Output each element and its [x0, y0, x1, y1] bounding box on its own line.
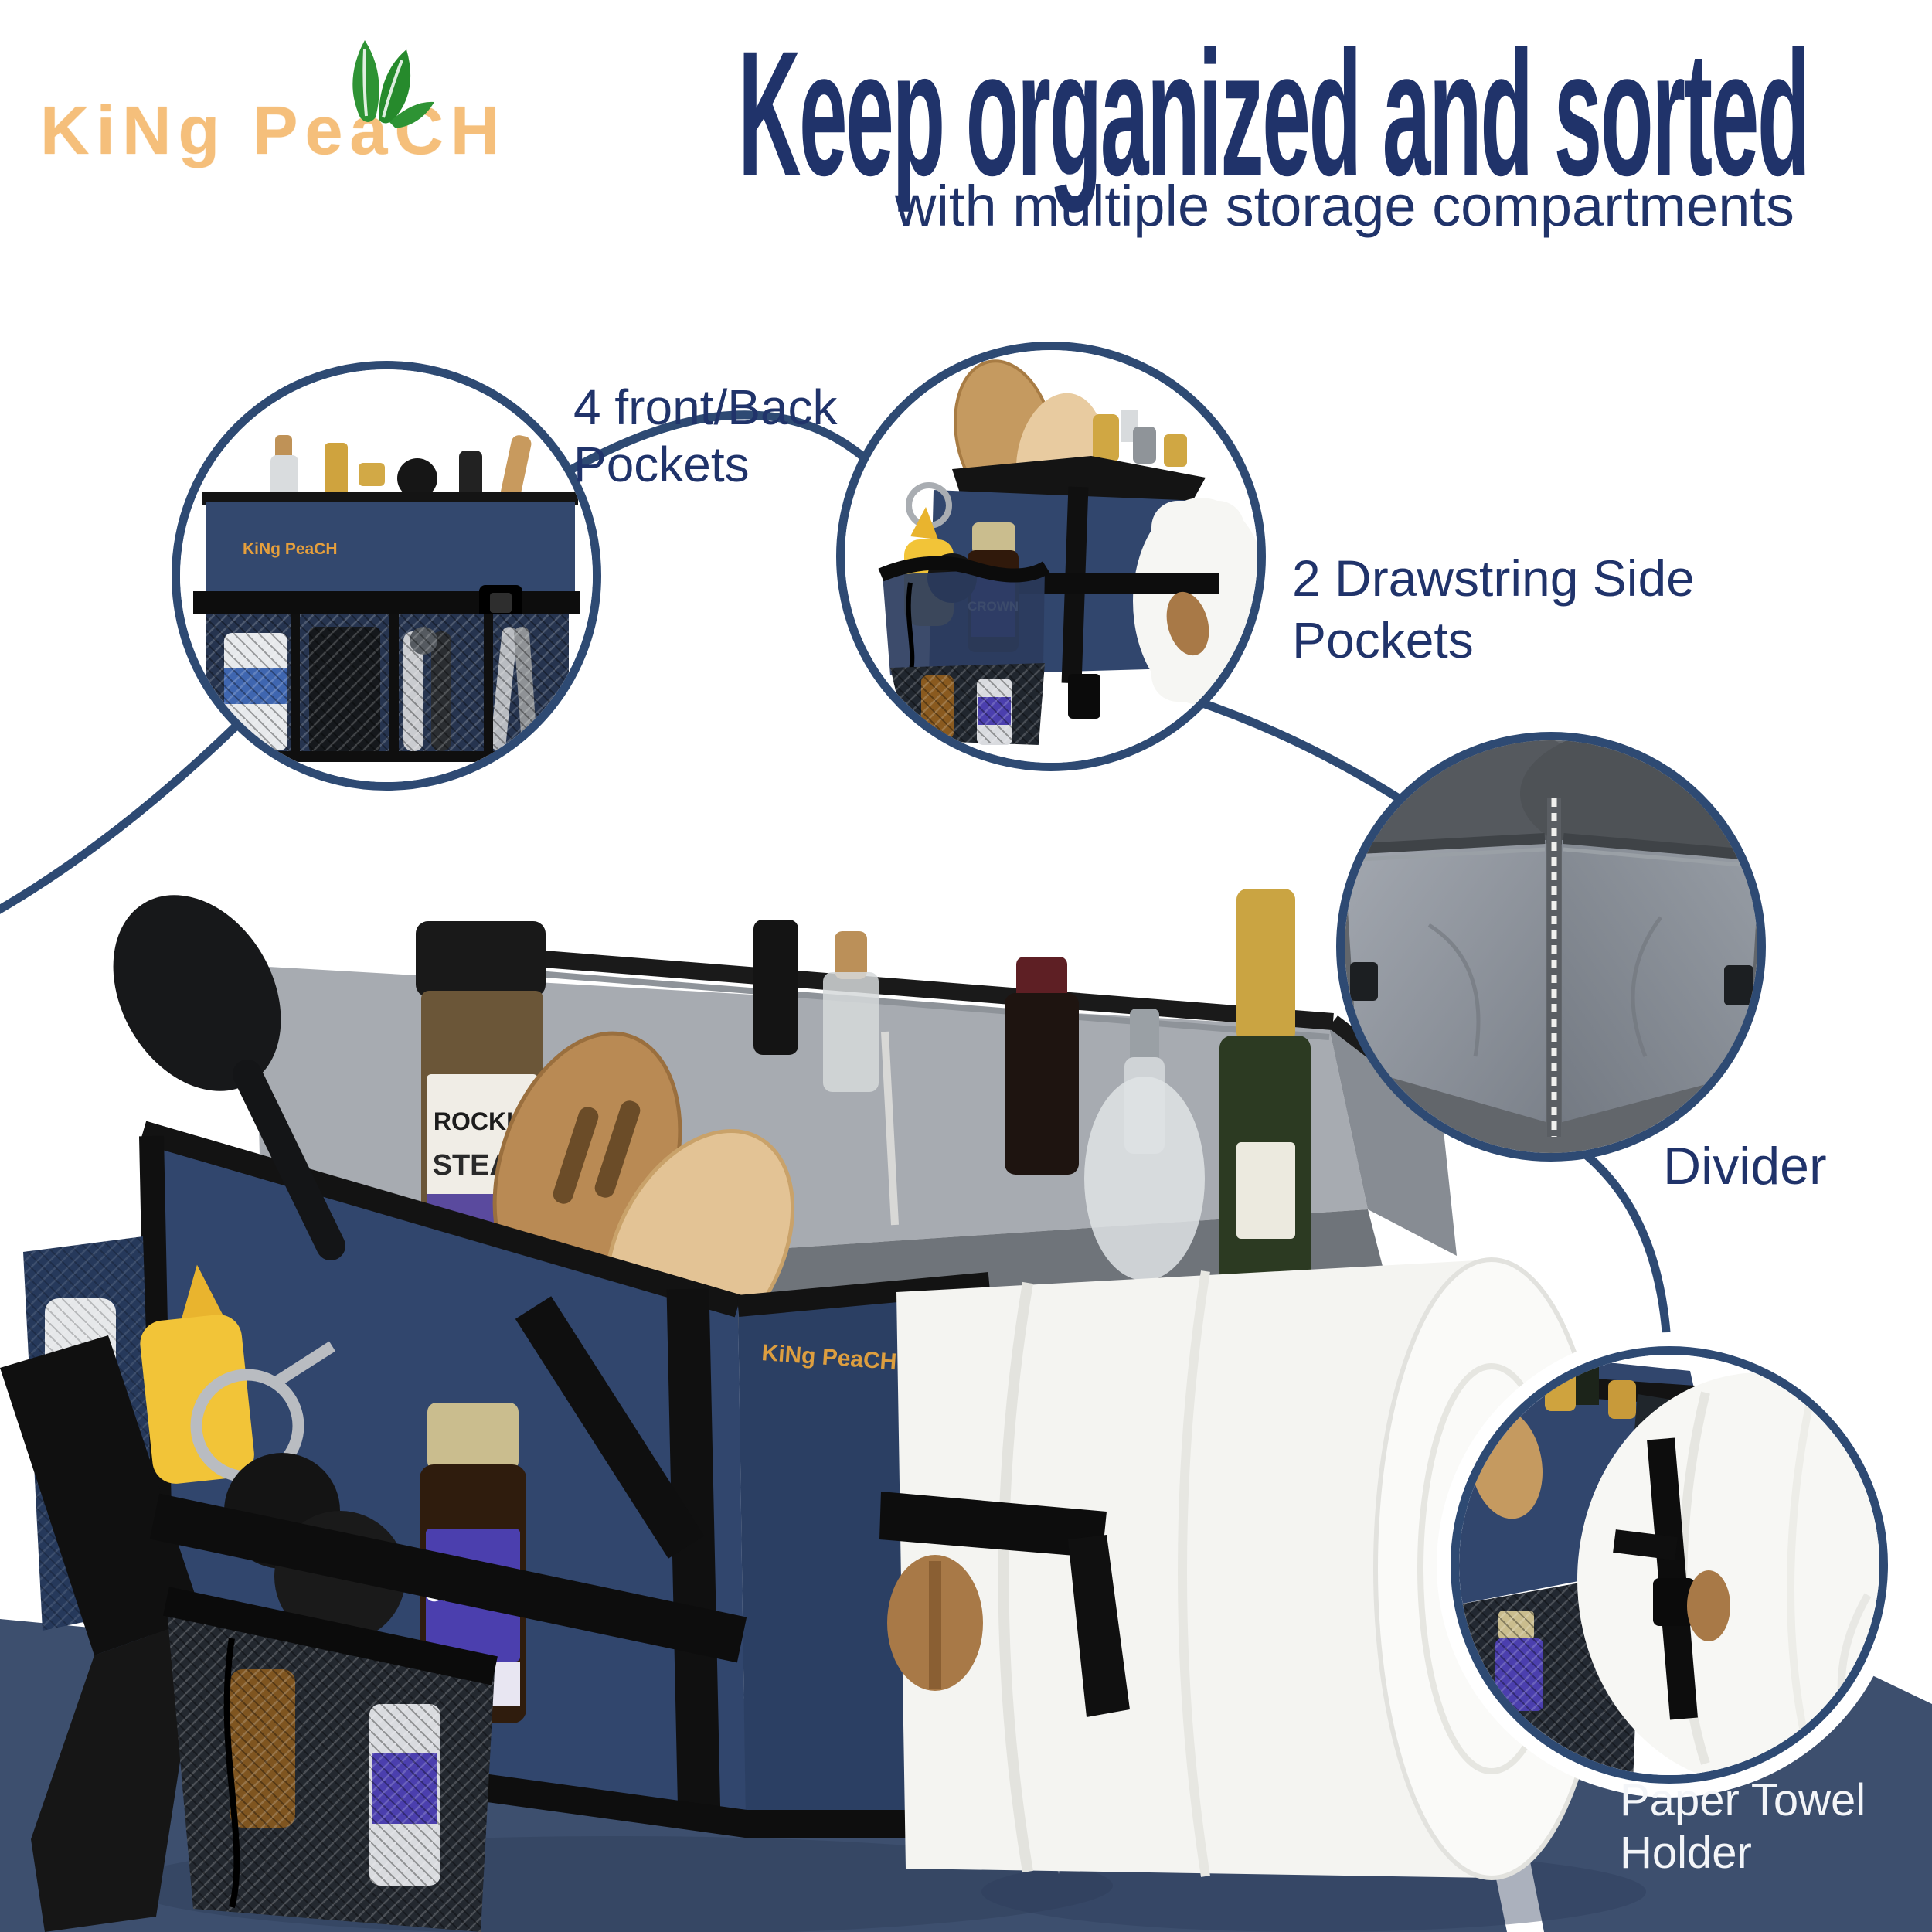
cork — [835, 931, 867, 979]
photo-divider-circle — [1336, 732, 1766, 1162]
brand-logo: KiNg PeaCH — [40, 40, 507, 170]
main-product-photo: ROCKIN STEAK KiNg PeaCH — [0, 889, 1801, 1932]
brand-logo-text: KiNg PeaCH — [40, 92, 507, 168]
organizer-top-panel — [206, 502, 575, 591]
roll-strap — [879, 1492, 1107, 1558]
core-peek — [1687, 1570, 1730, 1641]
callout-front-back-pockets: 4 front/Back Pockets — [573, 379, 838, 493]
oil-bottle — [1084, 1077, 1205, 1281]
photo-front-pockets-circle: KiNg PeaCH — [172, 361, 601, 791]
callout-papertowel-line2: Holder — [1620, 1828, 1752, 1878]
side-buckle — [1068, 674, 1100, 719]
drawstring-pocket: CROWN — [878, 507, 1050, 675]
side-pockets-scene: CROWN — [845, 350, 1257, 763]
ladle — [113, 895, 345, 1260]
wine-label — [1236, 1142, 1295, 1239]
mesh-pocket — [163, 1587, 498, 1932]
divider-right-panel — [1562, 840, 1757, 1122]
top-rim — [952, 456, 1206, 505]
callout-front-line1: 4 front/Back — [573, 379, 838, 435]
gold-foil-neck — [1236, 889, 1295, 1043]
page-subtitle: with multiple storage compartments — [895, 174, 1794, 238]
mesh-pocket-row — [206, 614, 569, 762]
bag-logo-front: KiNg PeaCH — [243, 540, 338, 558]
callout-drawstring-line2: Pockets — [1292, 611, 1474, 668]
front-pockets-scene: KiNg PeaCH — [180, 369, 593, 782]
bottles-in-box — [753, 889, 1311, 1291]
pourer-bottle — [753, 920, 798, 1055]
callout-papertowel-line1: Paper Towel — [1620, 1775, 1866, 1825]
callout-drawstring-line1: 2 Drawstring Side — [1292, 549, 1695, 607]
callout-drawstring-pockets: 2 Drawstring Side Pockets — [1292, 547, 1695, 671]
dark-bottle — [1005, 993, 1079, 1175]
roll-on-side — [1119, 498, 1257, 705]
velcro-tab-right — [1724, 965, 1753, 1005]
maroon-cap — [1016, 957, 1067, 1005]
photo-side-pockets-circle: CROWN — [836, 342, 1266, 771]
velcro-tab-left — [1350, 962, 1378, 1001]
divider-left-panel — [1345, 840, 1546, 1122]
callout-divider: Divider — [1663, 1137, 1827, 1196]
mesh-pocket-side — [890, 663, 1045, 745]
leaf-icon — [352, 40, 434, 128]
photo-paper-towel-circle — [1451, 1346, 1888, 1784]
straps — [0, 1296, 747, 1932]
paper-towel-scene — [1459, 1355, 1879, 1775]
page-title: Keep organized and sorted — [738, 14, 1811, 213]
bottle-tops — [270, 435, 532, 509]
callout-paper-towel-holder: Paper Towel Holder — [1620, 1774, 1866, 1879]
divider-scene — [1345, 740, 1757, 1153]
callout-front-line2: Pockets — [573, 437, 750, 492]
connector-circle1-circle2 — [566, 410, 872, 475]
metal-pourer — [1130, 1009, 1159, 1066]
holder-buckle — [1653, 1578, 1695, 1626]
corked-bottle — [823, 972, 879, 1092]
connector-circle3-circle4 — [1575, 1145, 1672, 1359]
drawstring-cord — [223, 1638, 240, 1908]
